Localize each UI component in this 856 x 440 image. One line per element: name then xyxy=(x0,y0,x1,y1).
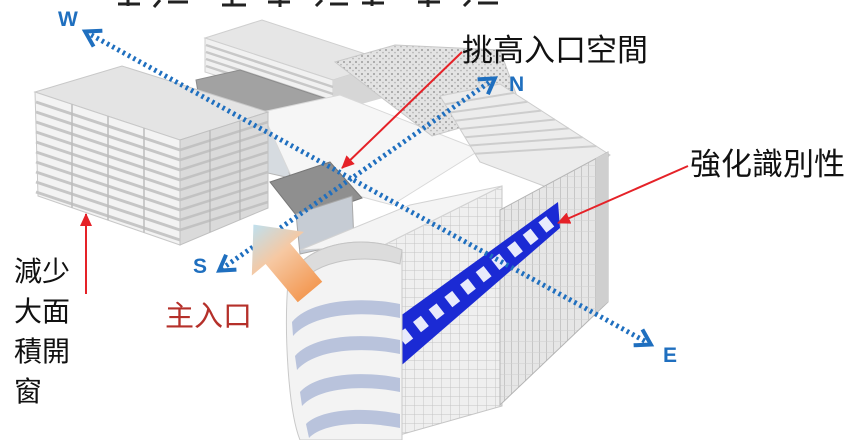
windows-annotation-line: 大面 xyxy=(14,295,71,328)
compass-west-label: W xyxy=(58,8,78,31)
right-tower-edge xyxy=(596,152,608,312)
heading-fragment xyxy=(118,0,140,6)
windows-annotation-line: 窗 xyxy=(14,375,43,408)
right-tower xyxy=(499,151,609,407)
main-entrance-label: 主入口 xyxy=(165,299,253,333)
heading-fragment xyxy=(418,0,440,7)
windows-annotation-line: 減少 xyxy=(14,255,71,288)
identity-callout-arrow xyxy=(557,165,689,224)
main-entrance-arrow xyxy=(251,224,323,303)
heading-fragment xyxy=(222,0,246,7)
curved-window-band xyxy=(306,409,400,438)
curved-window-band xyxy=(300,374,400,406)
compass-east-label: E xyxy=(663,344,678,367)
cropped-heading-fragments xyxy=(118,0,498,8)
lobby-annotation: 挑高入口空間 xyxy=(462,33,648,69)
identity-annotation: 強化識別性 xyxy=(690,147,845,183)
heading-fragment xyxy=(362,0,384,6)
compass-north-label: N xyxy=(509,73,525,96)
lobby-callout-arrow xyxy=(341,51,463,169)
compass-south-label: S xyxy=(193,255,208,278)
windows-annotation-line: 積開 xyxy=(14,335,71,368)
heading-fragment xyxy=(152,0,188,8)
heading-fragment xyxy=(314,0,348,8)
heading-fragment xyxy=(268,0,290,7)
heading-fragment xyxy=(462,0,498,8)
